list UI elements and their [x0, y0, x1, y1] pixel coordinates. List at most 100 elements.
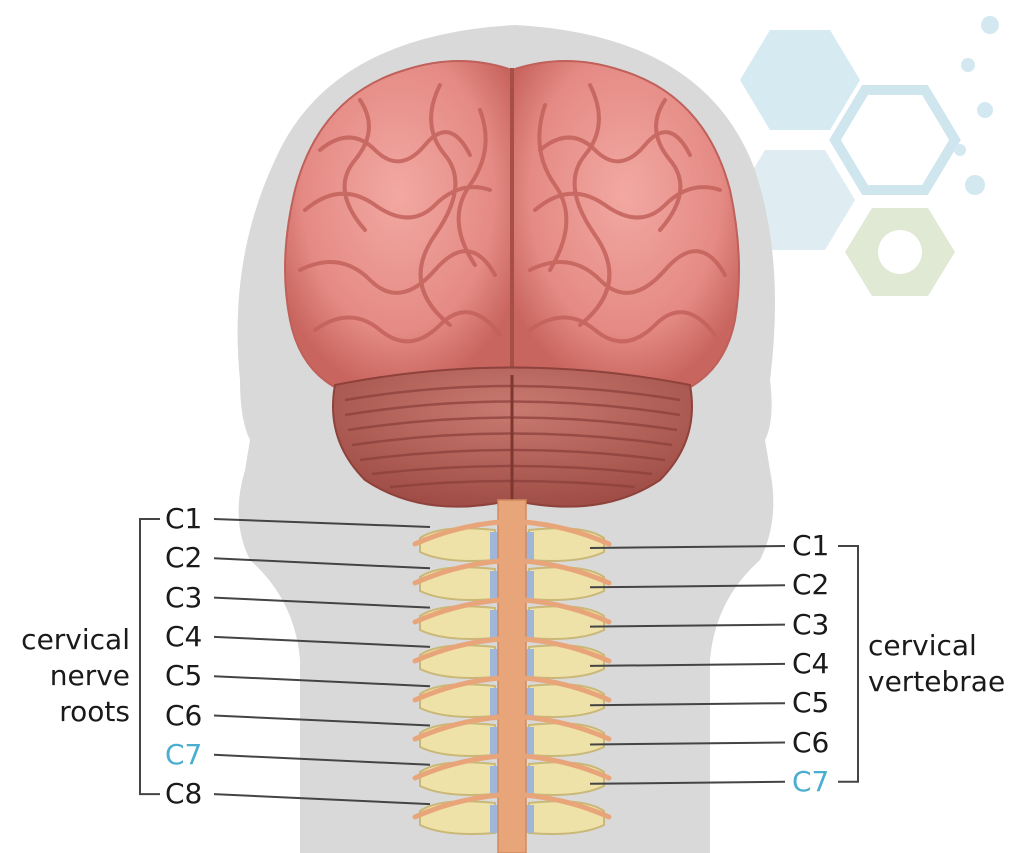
- nerve-root-left: [412, 753, 503, 781]
- vertebra-leader: [589, 741, 786, 746]
- disc-left: [490, 766, 498, 794]
- group-label-line: cervical: [21, 623, 130, 656]
- cerebrum: [284, 60, 740, 395]
- disc-left: [490, 688, 498, 716]
- nerve-root-label: C3: [165, 580, 203, 614]
- vertebra-label: C5: [792, 686, 830, 720]
- disc-left: [490, 571, 498, 599]
- bubble-dot: [981, 16, 999, 34]
- bubble-dot: [965, 175, 985, 195]
- hexagon-shape: [740, 30, 860, 130]
- disc-left: [490, 727, 498, 755]
- vertebra-leader: [589, 662, 786, 667]
- vertebra-right-body: [528, 566, 605, 601]
- nerve-root-leader: [213, 793, 431, 806]
- nerve-roots-bracket: [139, 518, 160, 796]
- vertebra-leader: [589, 623, 786, 628]
- hexagon-dot: [878, 230, 922, 274]
- vertebra-left-body: [419, 722, 496, 757]
- nerve-root-label: C6: [165, 698, 203, 732]
- group-label-line: roots: [59, 694, 130, 728]
- disc-left: [490, 610, 498, 638]
- vertebra-label: C6: [792, 725, 830, 759]
- vertebra-label: C1: [792, 529, 830, 562]
- hexagon-shape: [829, 85, 961, 195]
- bubble-dot: [977, 102, 993, 118]
- group-label-line: cervical: [868, 629, 977, 662]
- nerve-root-label: C7: [165, 737, 203, 771]
- vertebra-right-body: [528, 800, 605, 835]
- bubble-dot: [961, 58, 975, 72]
- disc-right: [526, 688, 534, 716]
- vertebra-leader: [589, 584, 786, 589]
- nerve-root-label: C1: [165, 502, 203, 535]
- disc-left: [490, 532, 498, 560]
- nerve-root-right: [521, 558, 612, 586]
- vertebra-leader: [589, 702, 786, 707]
- spinal-cord: [497, 499, 527, 853]
- nerve-root-leader: [213, 518, 431, 528]
- disc-right: [526, 805, 534, 833]
- vertebra-left-body: [419, 605, 496, 640]
- vertebrae-bracket: [838, 545, 859, 783]
- nerve-root-right: [521, 597, 612, 625]
- cerebellum: [332, 366, 693, 508]
- nerve-root-leader: [213, 635, 431, 648]
- nerve-root-label: C2: [165, 541, 203, 575]
- disc-right: [526, 610, 534, 638]
- nerve-root-right: [521, 675, 612, 703]
- vertebra-label: C2: [792, 568, 830, 602]
- nerve-root-left: [412, 636, 503, 664]
- nerve-root-left: [412, 792, 503, 820]
- bubble-dot: [954, 144, 966, 156]
- nerve-root-left: [412, 558, 503, 586]
- left-hemisphere: [284, 60, 513, 394]
- vertebra-right-body: [528, 683, 605, 718]
- nerve-root-label: C5: [165, 659, 203, 693]
- vertebra-left-body: [419, 683, 496, 718]
- nerve-root-left: [412, 597, 503, 625]
- brain-gyri: [298, 83, 727, 344]
- nerve-root-left: [412, 675, 503, 703]
- disc-right: [526, 766, 534, 794]
- nerve-root-leader: [213, 675, 431, 688]
- disc-right: [526, 727, 534, 755]
- vertebra-right-body: [528, 605, 605, 640]
- vertebra-left-body: [419, 644, 496, 679]
- vertebra-label: C3: [792, 607, 830, 641]
- group-label-line: nerve: [49, 658, 130, 692]
- vertebra-left-body: [419, 761, 496, 796]
- vertebra-label: C7: [792, 764, 830, 798]
- cervical-vertebrae-label: cervical vertebrae: [868, 628, 1005, 700]
- nerve-root-leader: [213, 714, 431, 727]
- disc-right: [526, 532, 534, 560]
- vertebra-left-body: [419, 566, 496, 601]
- vertebra-leader: [589, 780, 786, 785]
- nerve-root-right: [521, 519, 612, 547]
- group-label-line: vertebrae: [868, 664, 1006, 698]
- nerve-root-leader: [213, 753, 431, 766]
- nerve-root-left: [412, 714, 503, 742]
- cervical-nerve-roots-label: cervical nerve roots: [21, 622, 130, 729]
- decorative-hexagons: [735, 16, 999, 296]
- nerve-root-left: [412, 519, 503, 547]
- nerve-root-right: [521, 714, 612, 742]
- cervical-spine: [412, 499, 612, 853]
- nerve-root-right: [521, 753, 612, 781]
- nerve-root-label: C4: [165, 619, 203, 653]
- nerve-root-right: [521, 792, 612, 820]
- vertebra-right-body: [528, 527, 605, 562]
- disc-right: [526, 649, 534, 677]
- nerve-root-leader: [213, 596, 431, 609]
- vertebra-right-body: [528, 644, 605, 679]
- nerve-root-label: C8: [165, 777, 203, 811]
- label-leader-lines: [139, 518, 859, 806]
- vertebra-leader: [589, 545, 786, 549]
- disc-left: [490, 649, 498, 677]
- disc-right: [526, 571, 534, 599]
- nerve-root-leader: [213, 557, 431, 570]
- nerve-root-right: [521, 636, 612, 664]
- vertebra-right-body: [528, 722, 605, 757]
